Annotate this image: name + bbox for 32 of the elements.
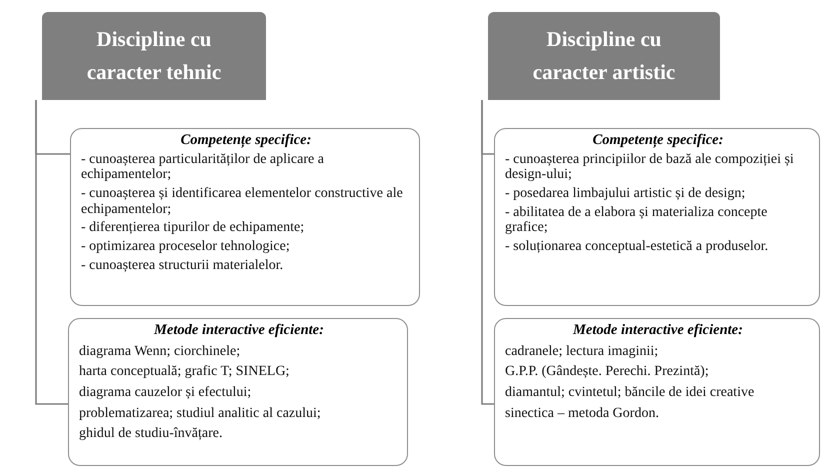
content-box [70, 128, 420, 306]
content-box [494, 128, 820, 306]
box-heading: Competențe specifice: [180, 132, 312, 149]
header-title: Discipline cu caracter tehnic [86, 26, 222, 86]
list-item: - cunoașterea particularităților de aplicare a echipamentelor; [81, 152, 325, 184]
list-item: cadranele; lectura imaginii; [505, 344, 660, 360]
list-item: - diferențierea tipurilor de echipamente; [81, 220, 306, 236]
box-heading: Metode interactive eficiente: [152, 322, 325, 339]
list-item: ghidul de studiu-învățare. [79, 426, 224, 442]
list-item: - cunoașterea principiilor de bază ale compoziției și design-ului; [505, 152, 795, 184]
list-item: - cunoașterea structurii materialelor. [81, 258, 284, 274]
list-item: - cunoașterea și identificarea elementelor constructive ale echipamentelor; [81, 186, 404, 218]
connector-line [35, 100, 68, 405]
list-item: sinectica – metoda Gordon. [505, 406, 660, 422]
content-box [68, 318, 408, 466]
list-item: diagrama cauzelor și efectului; [79, 385, 252, 401]
content-box [494, 318, 820, 466]
box-heading: Competențe specifice: [592, 132, 724, 149]
list-item: diamantul; cvintetul; băncile de idei creative [505, 385, 756, 401]
list-item: - abilitatea de a elabora și materializa concepte grafice; [505, 204, 768, 236]
list-item: problematizarea; studiul analitic al cazului; [79, 406, 322, 422]
list-item: - soluționarea conceptual-estetică a produselor. [505, 239, 770, 255]
header-box [42, 12, 266, 100]
connector-line [481, 100, 494, 405]
list-item: harta conceptuală; grafic T; SINELG; [79, 364, 290, 380]
list-item: - posedarea limbajului artistic și de design; [505, 186, 746, 202]
header-title: Discipline cu caracter artistic [532, 26, 676, 86]
box-heading: Metode interactive eficiente: [572, 322, 744, 339]
list-item: diagrama Wenn; ciorchinele; [79, 344, 242, 360]
list-item: G.P.P. (Gândește. Perechi. Prezintă); [505, 364, 710, 380]
header-box [488, 12, 720, 100]
list-item: - optimizarea proceselor tehnologice; [81, 239, 291, 255]
